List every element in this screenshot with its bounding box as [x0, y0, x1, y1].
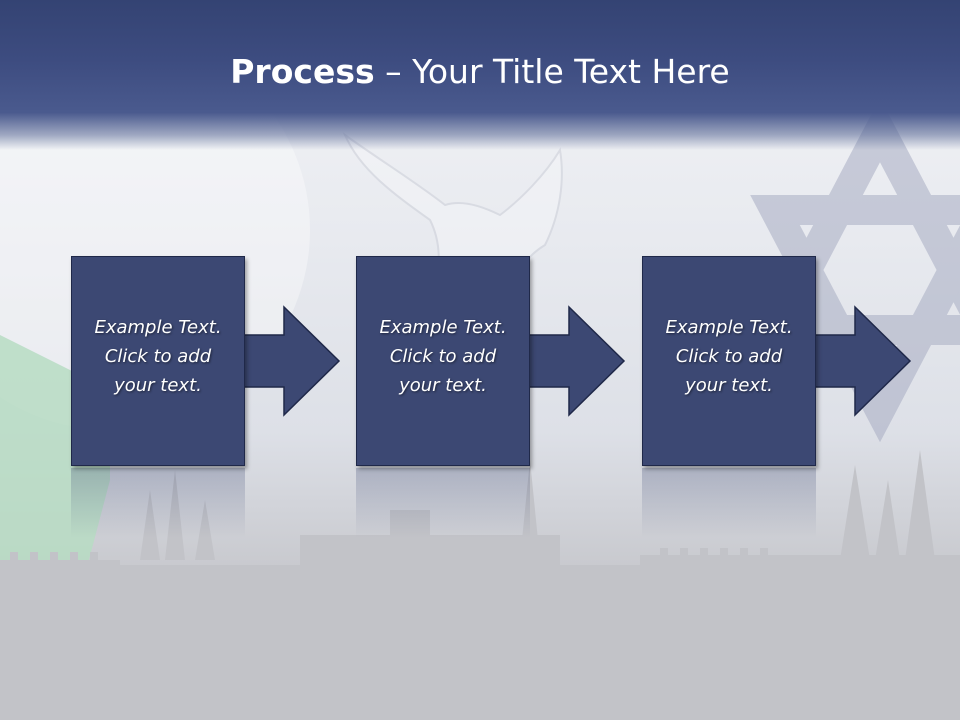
title-bar	[0, 0, 960, 150]
step-1-box[interactable]: Example Text. Click to add your text.	[71, 256, 245, 466]
title-rest: – Your Title Text Here	[374, 52, 730, 91]
step-3-text[interactable]: Example Text. Click to add your text.	[643, 313, 815, 400]
step-3-box[interactable]: Example Text. Click to add your text.	[642, 256, 816, 466]
arrow-right-icon	[243, 305, 341, 417]
step-2-line2: Click to add	[389, 346, 497, 367]
step-2-text[interactable]: Example Text. Click to add your text.	[357, 313, 529, 400]
step-1-line2: Click to add	[104, 346, 212, 367]
step-1-text[interactable]: Example Text. Click to add your text.	[72, 313, 244, 400]
step-1-reflection	[71, 468, 245, 538]
arrow-right-icon	[528, 305, 626, 417]
star-of-david-icon	[750, 97, 960, 443]
slide-title[interactable]: Process – Your Title Text Here	[0, 52, 960, 91]
step-2-line1: Example Text.	[379, 317, 507, 338]
step-3-line2: Click to add	[675, 346, 783, 367]
step-3-line1: Example Text.	[665, 317, 793, 338]
arrow-right-icon	[814, 305, 912, 417]
title-bold: Process	[230, 52, 375, 91]
step-3-line3: your text.	[685, 375, 773, 396]
step-2-line3: your text.	[399, 375, 487, 396]
step-1-line1: Example Text.	[94, 317, 222, 338]
step-2-box[interactable]: Example Text. Click to add your text.	[356, 256, 530, 466]
city-skyline	[0, 450, 960, 720]
step-2-reflection	[356, 468, 530, 538]
step-3-reflection	[642, 468, 816, 538]
step-1-line3: your text.	[114, 375, 202, 396]
